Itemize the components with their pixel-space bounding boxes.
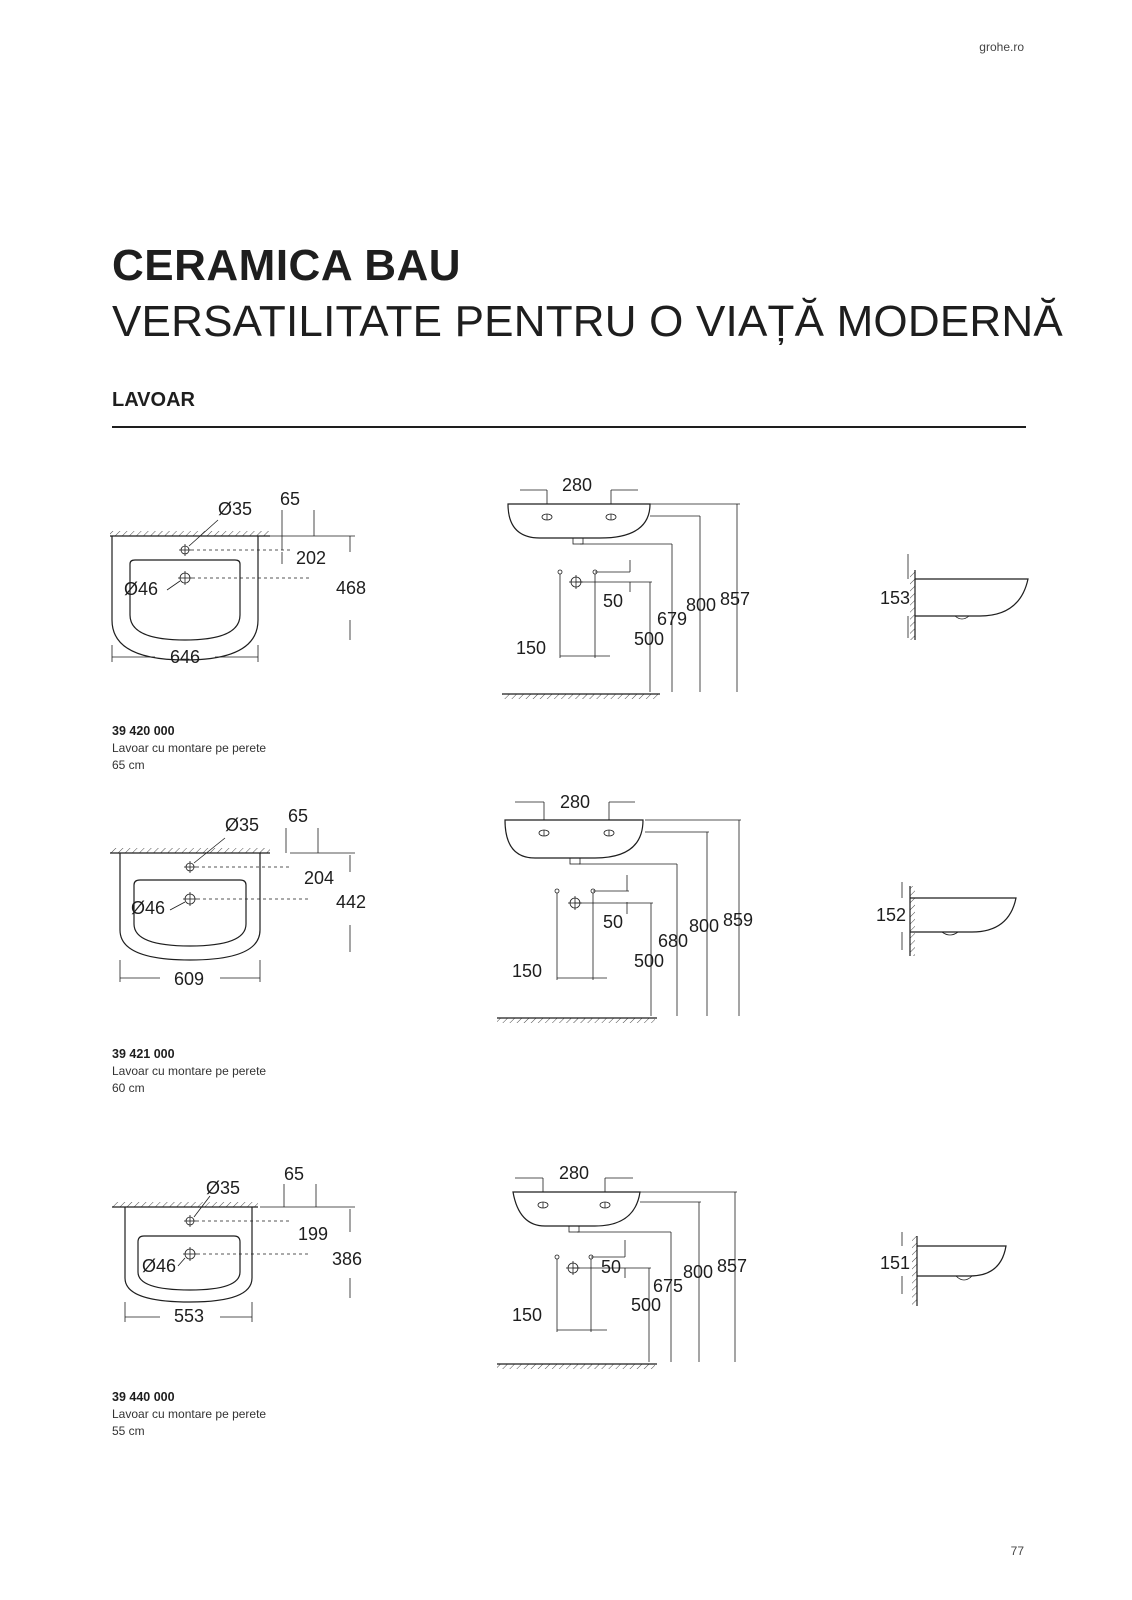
product-size: 65 cm: [112, 758, 145, 772]
front-h4-label-3: 857: [717, 1256, 747, 1276]
front-h3-label-1: 800: [686, 595, 716, 615]
front-drawing-1: 280 50 150 500 679 800 857: [502, 475, 750, 699]
product-info-3: 39 440 000 Lavoar cu montare pe perete 5…: [112, 1389, 266, 1440]
front-h2-label-3: 675: [653, 1276, 683, 1296]
plan-hole-label-1: Ø35: [218, 499, 252, 519]
front-h2-label-2: 680: [658, 931, 688, 951]
front-drawing-2: 280 50 150 500 680 800 859: [497, 792, 753, 1023]
plan-width-label-1: 646: [170, 647, 200, 667]
product-size: 60 cm: [112, 1081, 145, 1095]
plan-offset-label-1: 65: [280, 489, 300, 509]
product-description: Lavoar cu montare pe perete: [112, 1064, 267, 1078]
front-h4-label-1: 857: [720, 589, 750, 609]
side-drawing-1: 153: [880, 554, 1029, 640]
plan-drawing-1: Ø35 65 202 468 646 Ø46: [110, 489, 366, 667]
front-outlet-label-3: 150: [512, 1305, 542, 1325]
front-bolt-label-2: 50: [603, 912, 623, 932]
product-info-2: 39 421 000 Lavoar cu montare pe perete 6…: [112, 1046, 266, 1097]
plan-depth-label-2: 442: [336, 892, 366, 912]
product-description: Lavoar cu montare pe perete: [112, 741, 267, 755]
front-spacing-label-1: 280: [562, 475, 592, 495]
side-drawing-3: 151: [880, 1232, 1007, 1306]
side-thickness-label-3: 151: [880, 1253, 910, 1273]
plan-hole-depth-label-3: 199: [298, 1224, 328, 1244]
page-number: 77: [1010, 1544, 1024, 1558]
front-spacing-label-3: 280: [559, 1163, 589, 1183]
plan-width-label-3: 553: [174, 1306, 204, 1326]
plan-depth-label-3: 386: [332, 1249, 362, 1269]
plan-depth-label-1: 468: [336, 578, 366, 598]
side-thickness-label-1: 153: [880, 588, 910, 608]
plan-hole-depth-label-1: 202: [296, 548, 326, 568]
front-h1-label-1: 500: [634, 629, 664, 649]
plan-hole-label-2: Ø35: [225, 815, 259, 835]
plan-drain-label-3: Ø46: [142, 1256, 176, 1276]
plan-hole-depth-label-2: 204: [304, 868, 334, 888]
side-drawing-2: 152: [876, 882, 1017, 956]
product-code: 39 420 000: [112, 724, 175, 738]
front-drawing-3: 280 50 150 500 675 800 857: [497, 1163, 747, 1369]
product-code: 39 440 000: [112, 1390, 175, 1404]
plan-offset-label-2: 65: [288, 806, 308, 826]
front-h1-label-2: 500: [634, 951, 664, 971]
page-title: CERAMICA BAU: [112, 241, 462, 290]
front-outlet-label-2: 150: [512, 961, 542, 981]
plan-drawing-3: Ø35 65 199 386 553 Ø46: [112, 1164, 362, 1326]
front-h1-label-3: 500: [631, 1295, 661, 1315]
front-h3-label-3: 800: [683, 1262, 713, 1282]
front-bolt-label-3: 50: [601, 1257, 621, 1277]
website-url: grohe.ro: [979, 40, 1024, 54]
plan-drain-label-2: Ø46: [131, 898, 165, 918]
plan-width-label-2: 609: [174, 969, 204, 989]
side-thickness-label-2: 152: [876, 905, 906, 925]
front-spacing-label-2: 280: [560, 792, 590, 812]
front-h2-label-1: 679: [657, 609, 687, 629]
plan-offset-label-3: 65: [284, 1164, 304, 1184]
section-title: LAVOAR: [112, 389, 195, 411]
page-subtitle: VERSATILITATE PENTRU O VIAȚĂ MODERNĂ: [112, 297, 1063, 346]
front-h3-label-2: 800: [689, 916, 719, 936]
plan-drain-label-1: Ø46: [124, 579, 158, 599]
plan-hole-label-3: Ø35: [206, 1178, 240, 1198]
front-h4-label-2: 859: [723, 910, 753, 930]
product-info-1: 39 420 000 Lavoar cu montare pe perete 6…: [112, 723, 266, 774]
plan-drawing-2: Ø35 65 204 442 609 Ø46: [110, 806, 366, 989]
section-divider: [112, 426, 1026, 428]
front-outlet-label-1: 150: [516, 638, 546, 658]
product-code: 39 421 000: [112, 1047, 175, 1061]
front-bolt-label-1: 50: [603, 591, 623, 611]
product-size: 55 cm: [112, 1424, 145, 1438]
product-description: Lavoar cu montare pe perete: [112, 1407, 267, 1421]
